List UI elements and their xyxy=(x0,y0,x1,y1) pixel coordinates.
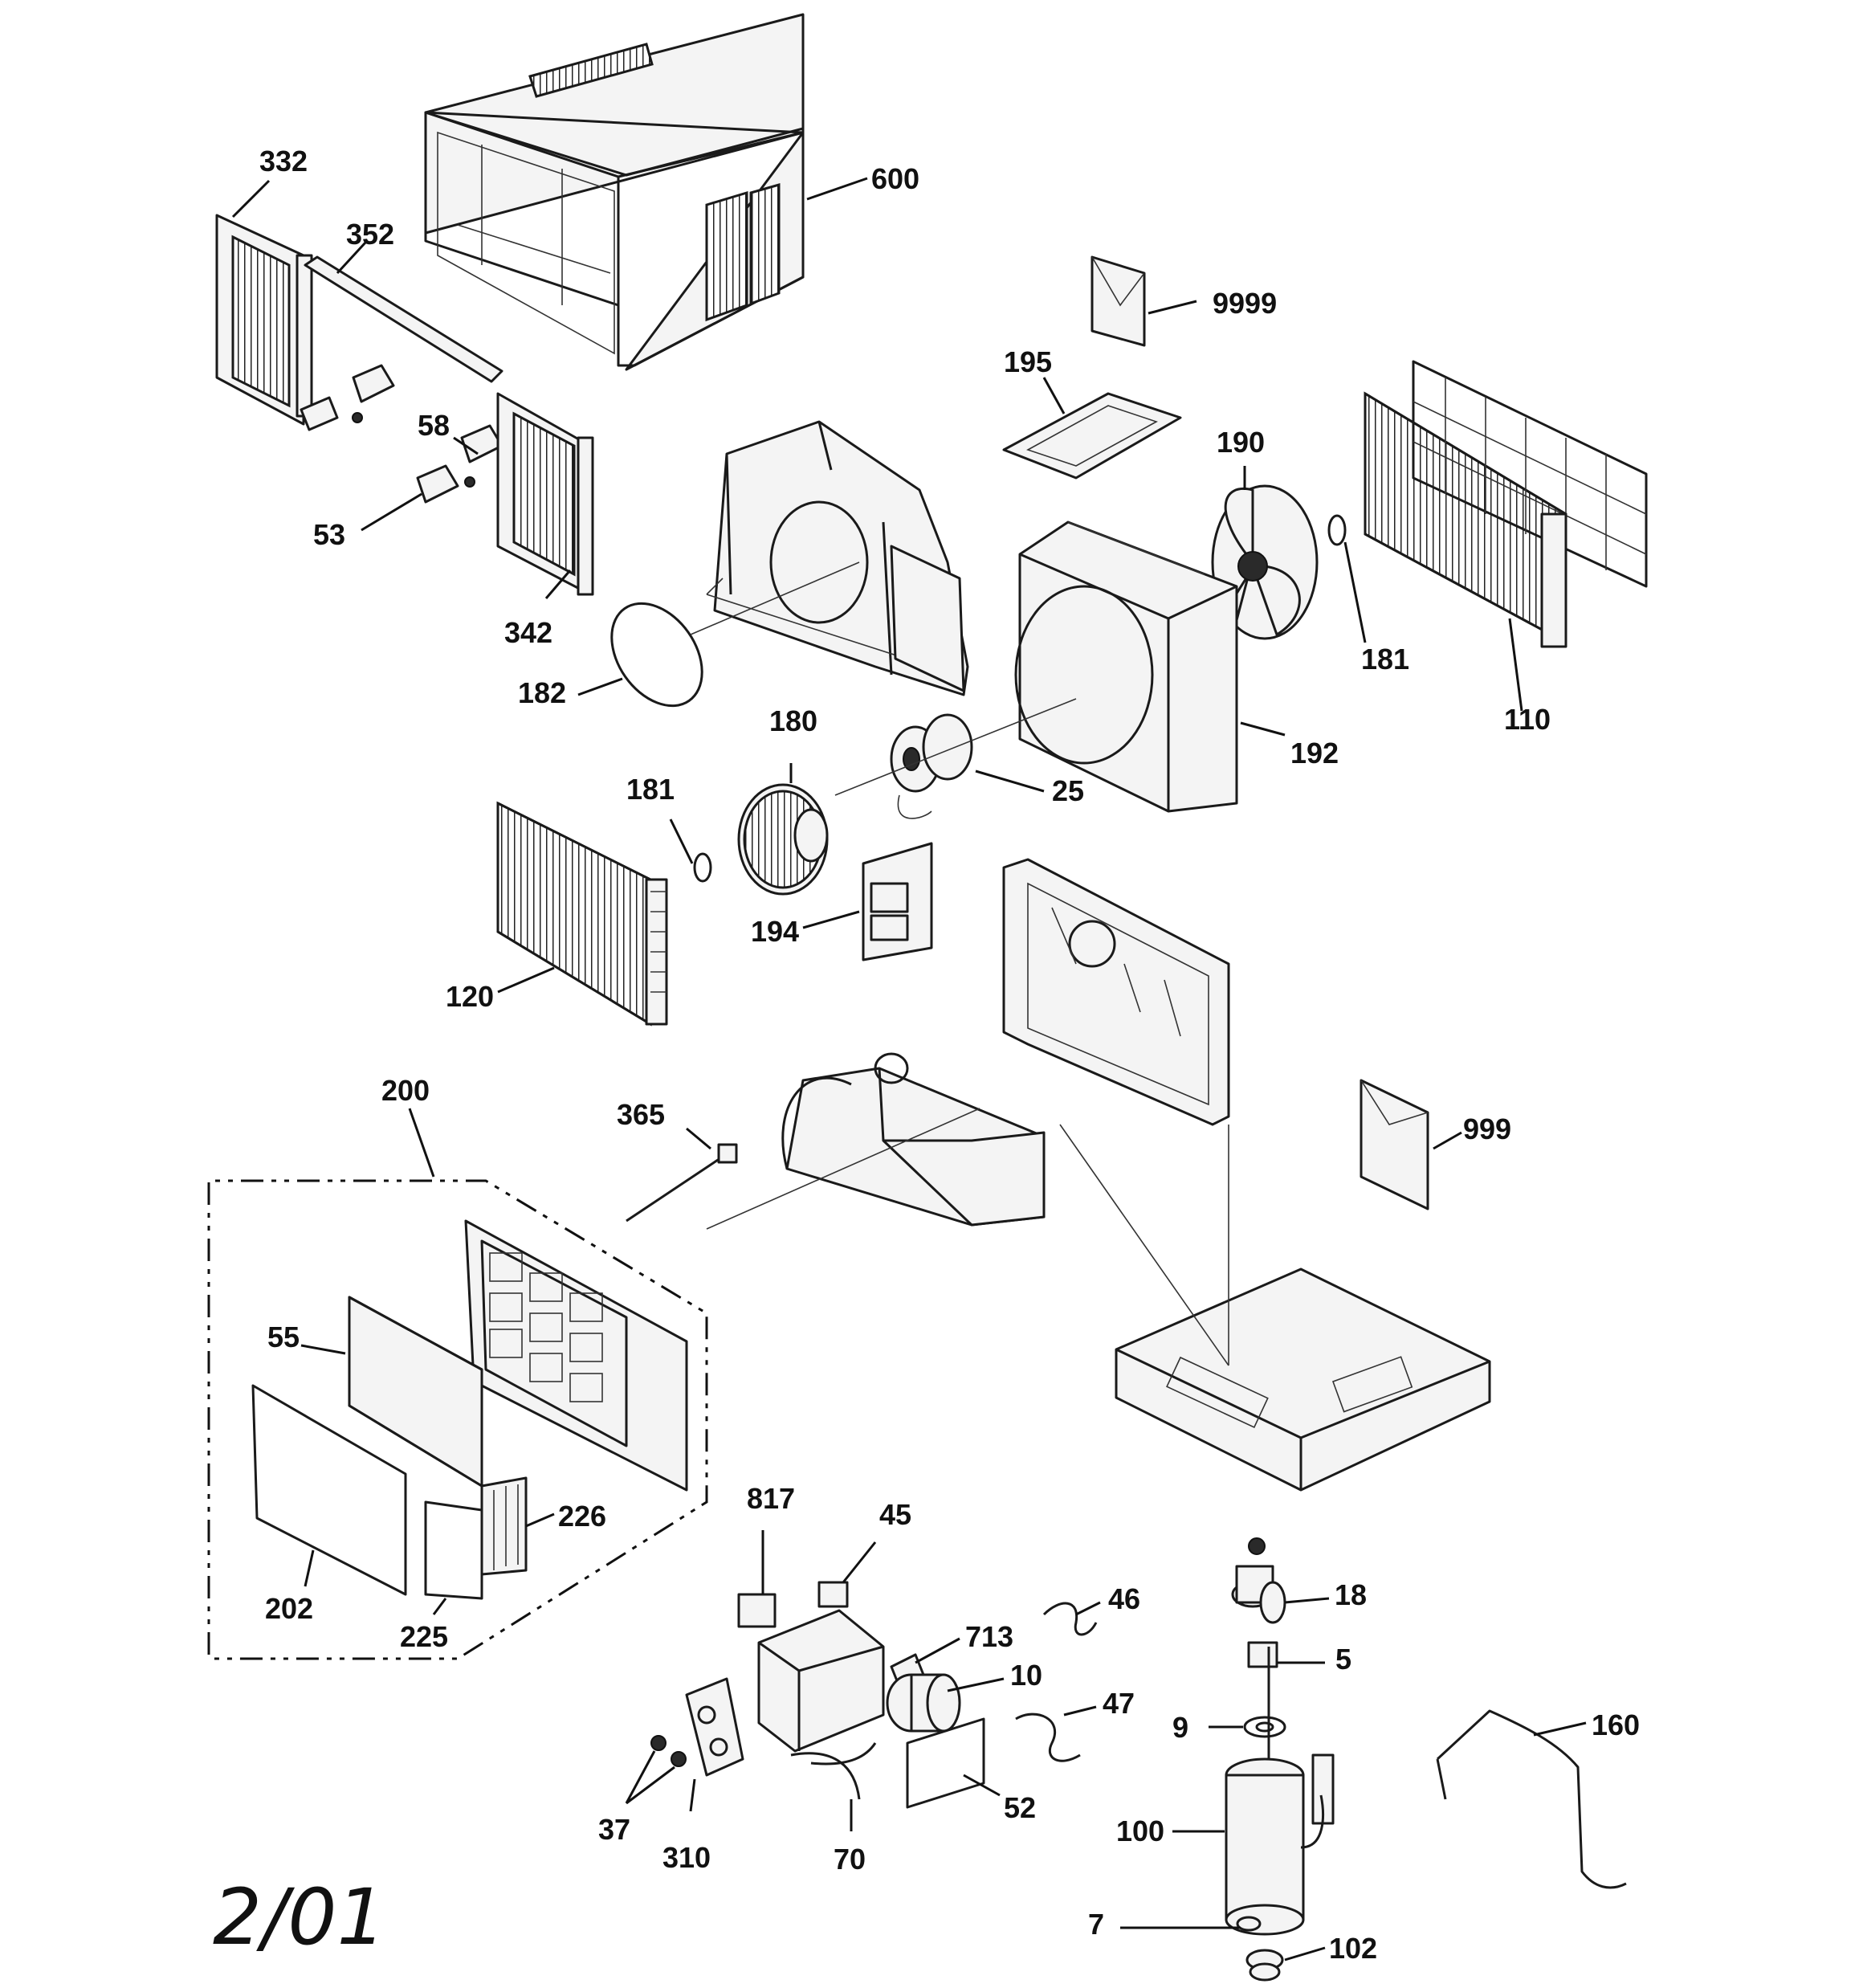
evaporator-coil-120-part xyxy=(496,801,668,1027)
label-310: 310 xyxy=(662,1841,711,1874)
motor-mount-194-part xyxy=(802,842,933,961)
label-182: 182 xyxy=(518,676,566,709)
label-352: 352 xyxy=(346,218,394,251)
label-332: 332 xyxy=(259,145,308,178)
label-9: 9 xyxy=(1172,1711,1188,1744)
clip-181-lower-part xyxy=(669,818,712,883)
scroll-housing-part xyxy=(781,1052,1046,1227)
label-7: 7 xyxy=(1088,1908,1104,1941)
label-365: 365 xyxy=(617,1098,665,1131)
label-225: 225 xyxy=(400,1620,448,1653)
louver-226-part xyxy=(480,1476,555,1576)
label-817: 817 xyxy=(747,1482,795,1515)
clip-181-upper-part xyxy=(1327,514,1367,643)
label-192: 192 xyxy=(1290,737,1339,769)
label-53: 53 xyxy=(313,518,345,551)
label-600: 600 xyxy=(871,162,919,195)
top-rail-part xyxy=(304,241,503,383)
filter-55-part xyxy=(300,1296,483,1488)
mount-102-part xyxy=(1245,1946,1326,1982)
louver-225-part xyxy=(424,1500,483,1615)
label-180: 180 xyxy=(769,704,817,737)
label-102: 102 xyxy=(1329,1932,1377,1965)
label-18: 18 xyxy=(1335,1578,1367,1611)
label-55: 55 xyxy=(267,1321,300,1353)
label-226: 226 xyxy=(558,1500,606,1533)
thermistor-365-part xyxy=(626,1108,980,1230)
shroud-192-part xyxy=(1014,520,1286,813)
knobs-37-part xyxy=(625,1735,687,1805)
label-10: 10 xyxy=(1010,1659,1042,1692)
manual-9999-part xyxy=(1090,255,1197,347)
bracket-58-part xyxy=(300,364,503,488)
label-5: 5 xyxy=(1335,1643,1351,1676)
callout-labels: 332 352 600 9999 195 190 58 53 342 182 1… xyxy=(259,145,1640,1965)
capacitor-10-part xyxy=(886,1673,1005,1733)
label-181-lower: 181 xyxy=(626,773,675,806)
gasket-9-part xyxy=(1209,1716,1286,1738)
label-195: 195 xyxy=(1004,345,1052,378)
cover-52-part xyxy=(906,1717,1001,1809)
blower-wheel-180-part xyxy=(737,763,829,896)
label-190: 190 xyxy=(1217,426,1265,459)
transformer-817-part xyxy=(737,1530,777,1628)
overload-5-part xyxy=(1247,1641,1325,1668)
wire-harness-70-part xyxy=(790,1742,877,1831)
label-37: 37 xyxy=(598,1813,630,1846)
terminal-cover-18-part xyxy=(1231,1537,1330,1624)
control-panel-310-part xyxy=(685,1677,744,1812)
label-58: 58 xyxy=(418,409,450,442)
front-panel-frame-part xyxy=(464,1219,688,1492)
label-194: 194 xyxy=(751,915,799,948)
date-stamp: 2/01 xyxy=(213,1872,386,1962)
label-202: 202 xyxy=(265,1592,313,1625)
base-pan-part xyxy=(1059,1124,1491,1492)
partition-part xyxy=(1002,858,1230,1126)
wire-harness-46-part xyxy=(1042,1601,1101,1636)
label-47: 47 xyxy=(1103,1687,1135,1720)
label-999: 999 xyxy=(1463,1112,1511,1145)
condenser-fan-190-part xyxy=(1211,466,1319,652)
compressor-100-part xyxy=(1172,1647,1335,1936)
label-25: 25 xyxy=(1052,774,1084,807)
fan-motor-25-part xyxy=(834,698,1077,819)
front-assembly-boundary xyxy=(207,1108,708,1660)
label-160: 160 xyxy=(1592,1708,1640,1741)
label-100: 100 xyxy=(1116,1815,1164,1847)
side-curtain-right-part xyxy=(496,392,594,599)
mount-plate-195-part xyxy=(1002,377,1182,480)
tube-160-part xyxy=(1436,1709,1627,1889)
cabinet-part xyxy=(424,13,868,371)
label-181-upper: 181 xyxy=(1361,643,1409,676)
label-52: 52 xyxy=(1004,1791,1036,1824)
label-9999: 9999 xyxy=(1213,287,1277,320)
label-46: 46 xyxy=(1108,1582,1140,1615)
wire-harness-47-part xyxy=(1015,1705,1097,1762)
bulkhead-part xyxy=(706,420,969,696)
label-110: 110 xyxy=(1504,703,1551,736)
label-45: 45 xyxy=(879,1498,911,1531)
grommet-7-part xyxy=(1120,1916,1262,1932)
condenser-coil-110-part xyxy=(1364,360,1648,712)
relay-45-part xyxy=(817,1541,877,1608)
side-curtain-left-part xyxy=(215,179,313,426)
manual-999-part xyxy=(1360,1079,1462,1210)
label-120: 120 xyxy=(446,980,494,1013)
label-342: 342 xyxy=(504,616,552,649)
label-200: 200 xyxy=(381,1074,430,1107)
orifice-ring-182-part xyxy=(577,561,860,708)
grille-202-part xyxy=(251,1384,407,1596)
label-70: 70 xyxy=(834,1843,866,1876)
control-box-part xyxy=(757,1609,885,1753)
label-713: 713 xyxy=(965,1620,1013,1653)
bracket-53-part xyxy=(361,464,459,532)
